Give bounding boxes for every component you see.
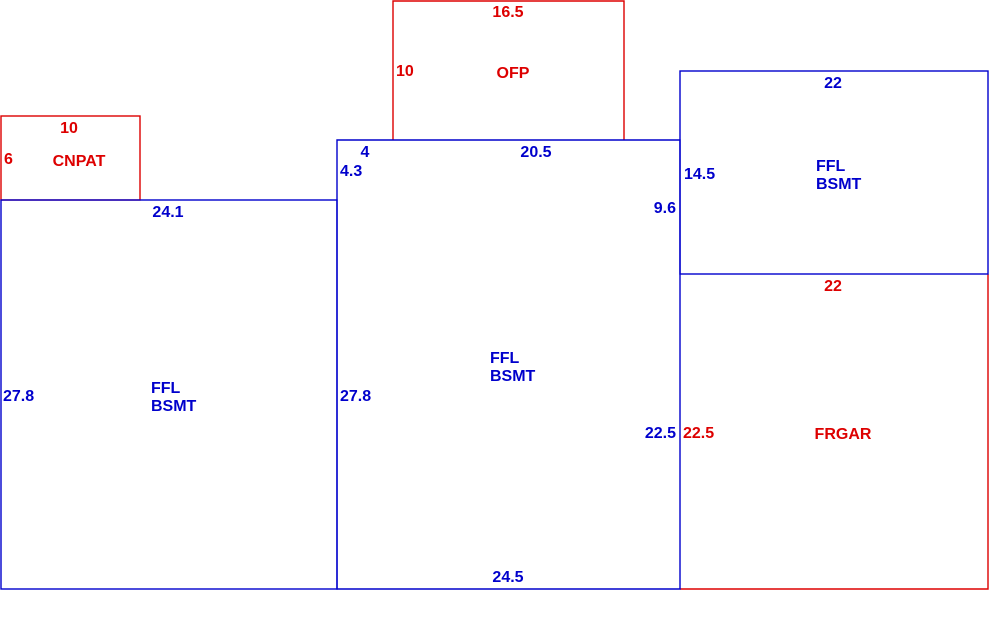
left-ffl-top-dimension: 24.1 <box>152 204 183 221</box>
center-ffl-right-lower-dimension: 22.5 <box>645 425 676 442</box>
frgar-area: 22 22.5 FRGAR <box>680 274 989 590</box>
cnpat-area: 10 6 CNPAT <box>0 115 141 201</box>
center-ffl-notch-drop-dimension: 4.3 <box>340 163 362 180</box>
center-ffl-bottom-dimension: 24.5 <box>492 569 523 586</box>
cnpat-label: CNPAT <box>53 153 106 170</box>
left-ffl-bsmt-area: 24.1 27.8 FFL BSMT <box>0 199 338 590</box>
center-ffl-top-dimension: 20.5 <box>520 144 551 161</box>
center-ffl-outline <box>336 139 681 590</box>
cnpat-left-dimension: 6 <box>4 151 13 168</box>
frgar-top-dimension: 22 <box>824 278 842 295</box>
left-ffl-label-line2: BSMT <box>151 398 197 415</box>
right-ffl-left-dimension: 14.5 <box>684 166 715 183</box>
frgar-left-dimension: 22.5 <box>683 425 714 442</box>
ofp-area: 16.5 10 OFP <box>392 0 625 140</box>
right-ffl-label-line1: FFL <box>816 158 846 175</box>
cnpat-top-dimension: 10 <box>60 120 78 137</box>
right-ffl-bsmt-area: 22 14.5 FFL BSMT <box>679 70 989 275</box>
ofp-label: OFP <box>497 65 530 82</box>
center-ffl-label-line2: BSMT <box>490 368 536 385</box>
right-ffl-outline <box>679 70 989 275</box>
center-ffl-label-line1: FFL <box>490 350 520 367</box>
frgar-outline <box>680 274 989 590</box>
center-ffl-left-dimension: 27.8 <box>340 388 371 405</box>
right-ffl-top-dimension: 22 <box>824 75 842 92</box>
frgar-label: FRGAR <box>815 426 872 443</box>
ofp-top-dimension: 16.5 <box>492 4 523 21</box>
center-ffl-bsmt-area: 4 4.3 20.5 27.8 9.6 22.5 24.5 FFL BSMT <box>336 139 681 590</box>
left-ffl-label-line1: FFL <box>151 380 181 397</box>
center-ffl-notch-dimension: 4 <box>361 144 370 161</box>
left-ffl-left-dimension: 27.8 <box>3 388 34 405</box>
ofp-outline <box>392 0 625 140</box>
center-ffl-right-upper-dimension: 9.6 <box>654 200 676 217</box>
right-ffl-label-line2: BSMT <box>816 176 862 193</box>
ofp-left-dimension: 10 <box>396 63 414 80</box>
